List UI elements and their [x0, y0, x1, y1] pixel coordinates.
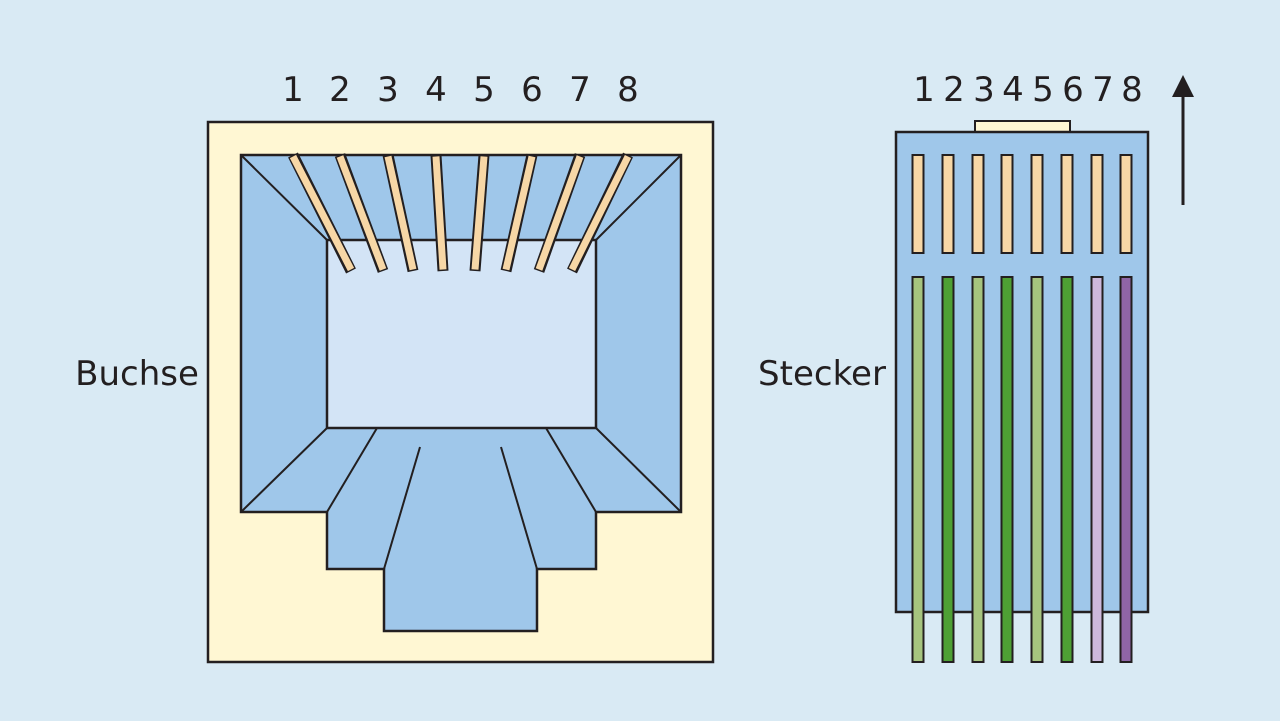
plug-label: Stecker: [758, 354, 886, 394]
plug-wire: [1030, 276, 1044, 663]
plug-wires: [911, 276, 1133, 663]
socket-contact-pin: [334, 153, 389, 273]
plug-contacts: [911, 154, 1133, 254]
plug-pin-number: 4: [1002, 70, 1024, 110]
plug-contact: [941, 154, 955, 254]
socket-pin-number: 8: [617, 70, 639, 110]
plug-contact: [1119, 154, 1133, 254]
plug-pin-number: 8: [1121, 70, 1143, 110]
socket-pin-number: 4: [425, 70, 447, 110]
socket-cavity: [325, 238, 598, 430]
plug-contact: [1060, 154, 1074, 254]
plug-contact: [911, 154, 925, 254]
plug-pin-number: 5: [1032, 70, 1054, 110]
plug-pin-number: 2: [943, 70, 965, 110]
plug-contact: [1030, 154, 1044, 254]
socket-contact-pin: [567, 152, 633, 274]
plug-wire: [911, 276, 925, 663]
plug-body: [894, 130, 1150, 614]
socket-pin-number: 7: [569, 70, 591, 110]
plug-pin-number: 3: [973, 70, 995, 110]
plug-wire: [1060, 276, 1074, 663]
socket-contact-pin: [469, 154, 490, 272]
plug-wire: [971, 276, 985, 663]
plug-pin-number: 6: [1062, 70, 1084, 110]
socket-pin-number: 5: [473, 70, 495, 110]
plug-wire: [1090, 276, 1104, 663]
socket-label: Buchse: [75, 354, 199, 394]
socket-contact-pin: [288, 152, 356, 274]
plug-pin-number: 1: [913, 70, 935, 110]
plug-contact: [971, 154, 985, 254]
socket-contact-pin: [430, 154, 449, 272]
plug-contact: [1000, 154, 1014, 254]
socket-pin-number: 3: [377, 70, 399, 110]
socket-bevel-lines: [240, 154, 682, 570]
plug-wire: [1119, 276, 1133, 663]
socket-pin-number: 6: [521, 70, 543, 110]
socket-contacts: [288, 152, 633, 274]
plug-contact: [1090, 154, 1104, 254]
socket-contact-pin: [382, 153, 419, 273]
socket-pin-number: 1: [282, 70, 304, 110]
socket-contact-pin: [533, 153, 586, 273]
plug-pin-number: 7: [1092, 70, 1114, 110]
socket-pin-number: 2: [329, 70, 351, 110]
plug-wire: [941, 276, 955, 663]
socket-contact-pin: [500, 153, 538, 273]
up-arrow-icon: [1172, 75, 1194, 205]
plug-wire: [1000, 276, 1014, 663]
